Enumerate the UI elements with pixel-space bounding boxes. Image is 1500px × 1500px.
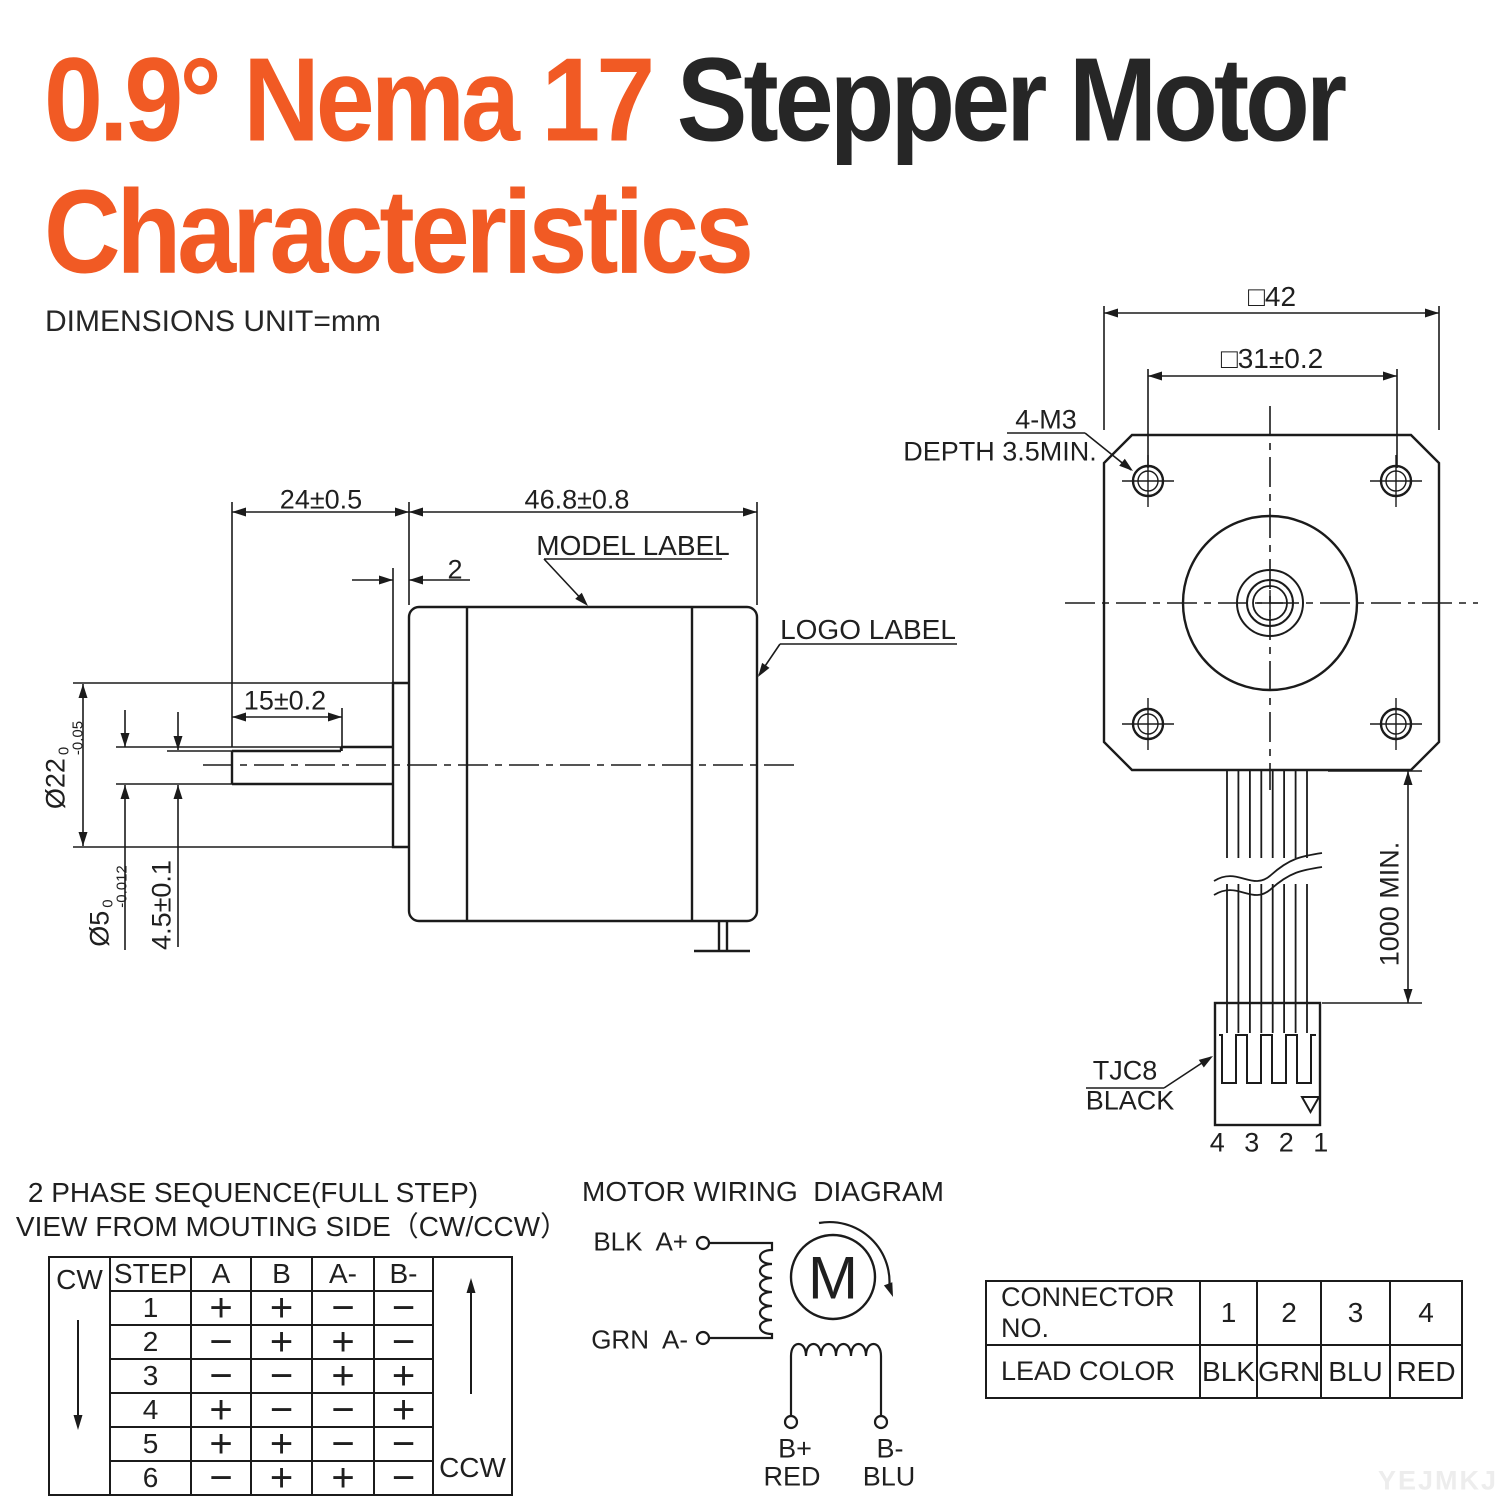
phase-b-minus-color: BLU — [862, 1461, 916, 1492]
phase-value: − — [373, 1288, 434, 1328]
connector-type-callout: TJC8 — [1092, 1055, 1158, 1086]
side-view-motor-outline — [230, 605, 759, 953]
col-header-a: A — [190, 1256, 252, 1292]
connector-no-3: 3 — [1320, 1280, 1391, 1346]
lead-color-1: BLK — [1199, 1344, 1258, 1399]
title-type: Stepper Motor — [676, 34, 1347, 167]
phase-value: − — [190, 1458, 252, 1498]
phase-value: + — [311, 1458, 375, 1498]
connector-pin-numbers: 4 3 2 1 — [1209, 1127, 1335, 1158]
connector-pinout-table: CONNECTOR NO. 1 2 3 4 LEAD COLOR BLK GRN… — [985, 1280, 1463, 1399]
step-number: 5 — [109, 1426, 192, 1462]
step-number: 6 — [109, 1460, 192, 1496]
ccw-label: CCW — [439, 1452, 506, 1483]
lead-color-2: GRN — [1256, 1344, 1322, 1399]
col-header-step: STEP — [109, 1256, 192, 1292]
connector-outline — [1213, 1001, 1322, 1127]
title-model: 0.9° Nema 17 — [44, 34, 655, 167]
phase-value: − — [250, 1390, 313, 1430]
motor-symbol-letter: M — [808, 1244, 858, 1312]
table-row: CONNECTOR NO. 1 2 3 4 — [985, 1280, 1463, 1346]
step-number: 3 — [109, 1358, 192, 1394]
arrowheads — [73, 308, 1439, 1430]
lead-color-3: BLU — [1320, 1344, 1391, 1399]
phase-a-minus-label: GRN A- — [591, 1324, 688, 1355]
phase-value: + — [311, 1356, 375, 1396]
dim-hole-spacing: □31±0.2 — [1220, 343, 1324, 374]
units-note: DIMENSIONS UNIT=mm — [45, 305, 381, 338]
phase-b-plus-color: RED — [763, 1461, 821, 1492]
table-row: 4 + − − + — [49, 1390, 512, 1430]
step-number: 1 — [109, 1290, 192, 1326]
dim-pilot-thickness: 2 — [447, 554, 463, 585]
page-title-line1: 0.9° Nema 17 Stepper Motor — [44, 34, 1347, 167]
phase-value: + — [250, 1458, 313, 1498]
phase-value: + — [250, 1288, 313, 1328]
phase-value: − — [373, 1458, 434, 1498]
phase-value: + — [311, 1322, 375, 1362]
page-title: 0.9° Nema 17 Stepper Motor Characteristi… — [44, 34, 1347, 299]
ccw-direction-cell: CCW — [432, 1256, 513, 1496]
front-view-dimension-lines — [1007, 306, 1440, 1089]
phase-b-plus-label: B+ — [778, 1433, 812, 1464]
table-row: LEAD COLOR BLK GRN BLU RED — [985, 1344, 1463, 1399]
table-row: 6 − + + − — [49, 1458, 512, 1498]
phase-value: + — [373, 1390, 434, 1430]
phase-value: + — [190, 1390, 252, 1430]
step-number: 4 — [109, 1392, 192, 1428]
phase-value: − — [250, 1356, 313, 1396]
phase-value: − — [311, 1288, 375, 1328]
connector-color-callout: BLACK — [1085, 1085, 1175, 1116]
step-number: 2 — [109, 1324, 192, 1360]
dim-shaft-length: 24±0.5 — [279, 484, 363, 515]
lead-color-4: RED — [1389, 1344, 1463, 1399]
phase-table-title-line2: VIEW FROM MOUTING SIDE（CW/CCW） — [15, 1211, 569, 1242]
phase-table-header-row: CW STEP A B A- B- CCW — [48, 1256, 513, 1496]
screw-depth-callout: DEPTH 3.5MIN. — [903, 436, 1097, 467]
phase-a-plus-label: BLK A+ — [593, 1226, 688, 1257]
watermark: YEJMKJ — [1377, 1465, 1499, 1496]
phase-table-title-line1: 2 PHASE SEQUENCE(FULL STEP) — [27, 1177, 479, 1208]
cable-wires — [1213, 771, 1323, 1033]
screw-spec-callout: 4-M3 — [1015, 404, 1077, 435]
wiring-diagram-lines — [695, 1221, 891, 1430]
cw-direction-cell: CW — [48, 1256, 111, 1496]
lead-color-header: LEAD COLOR — [985, 1344, 1201, 1399]
table-row: 3 − − + + — [49, 1356, 512, 1396]
connector-no-4: 4 — [1389, 1280, 1463, 1346]
cw-label: CW — [56, 1264, 103, 1295]
dim-cable-length: 1000 MIN. — [1374, 841, 1405, 967]
phase-value: + — [373, 1356, 434, 1396]
logo-label-callout: LOGO LABEL — [780, 614, 956, 645]
phase-sequence-table: CW STEP A B A- B- CCW 1 + + − − 2 − + + … — [48, 1256, 513, 1498]
front-view-centerlines — [1065, 406, 1478, 790]
phase-b-minus-label: B- — [876, 1433, 904, 1464]
dim-flat-length: 15±0.2 — [243, 685, 327, 716]
page-title-line2: Characteristics — [44, 166, 754, 299]
dim-body-length: 46.8±0.8 — [524, 484, 630, 515]
col-header-b: B — [250, 1256, 313, 1292]
connector-no-2: 2 — [1256, 1280, 1322, 1346]
col-header-a-minus: A- — [311, 1256, 375, 1292]
phase-value: − — [311, 1390, 375, 1430]
model-label-callout: MODEL LABEL — [536, 530, 730, 561]
dim-flat-height: 4.5±0.1 — [146, 860, 177, 950]
connector-no-header: CONNECTOR NO. — [985, 1280, 1201, 1346]
connector-no-1: 1 — [1199, 1280, 1258, 1346]
wiring-diagram-title: MOTOR WIRING DIAGRAM — [582, 1176, 944, 1207]
phase-value: − — [311, 1424, 375, 1464]
side-view-dimension-lines — [73, 502, 957, 950]
dim-frame-size: □42 — [1247, 281, 1297, 312]
